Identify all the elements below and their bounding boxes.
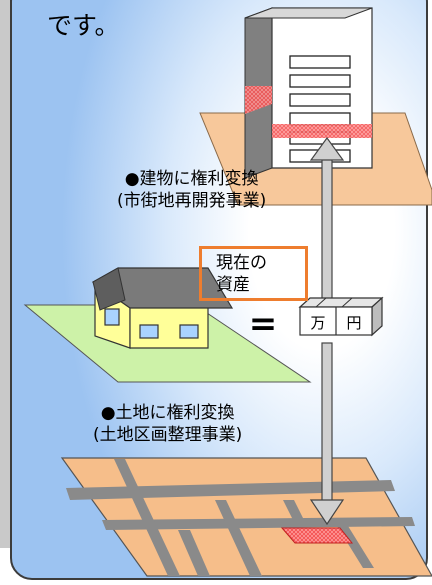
building-caption-subtitle: (市街地再開発事業) xyxy=(117,191,267,211)
down-arrow-icon xyxy=(309,342,345,526)
building-icon xyxy=(244,7,373,179)
land-caption-title: ●土地に権利変換 xyxy=(100,403,235,423)
new-land-plot xyxy=(280,527,354,544)
money-box-man-char: 万 xyxy=(310,314,325,332)
building-red-band xyxy=(245,86,272,114)
land-grid xyxy=(60,457,432,577)
land-caption-subtitle: (土地区画整理事業) xyxy=(93,425,243,445)
current-assets-line2: 資産 xyxy=(216,275,250,295)
intro-text: です。 xyxy=(47,11,120,40)
current-assets-line1: 現在の xyxy=(216,253,267,273)
building-caption: ●建物に権利変換 (市街地再開発事業) xyxy=(117,168,266,212)
money-box-en-char: 円 xyxy=(346,314,361,332)
equals-sign: = xyxy=(249,304,278,344)
current-assets-box: 現在の 資産 xyxy=(199,246,308,301)
land-caption: ●土地に権利変換 (土地区画整理事業) xyxy=(93,402,242,446)
left-edge-strip xyxy=(0,0,12,548)
money-box-icon: 万 円 xyxy=(298,296,384,337)
house-icon xyxy=(91,267,234,349)
building-caption-title: ●建物に権利変換 xyxy=(124,169,259,189)
